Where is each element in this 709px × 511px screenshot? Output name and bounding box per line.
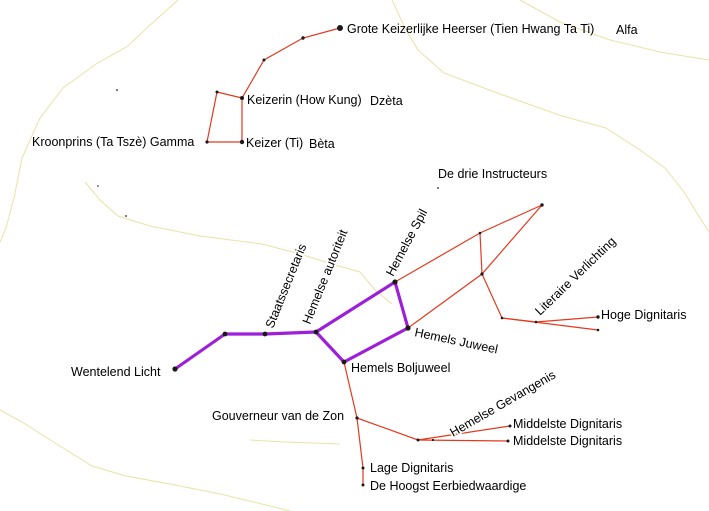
label-hemelse-autoriteit: Hemelse autoriteit <box>300 227 351 326</box>
boundary-line <box>249 439 341 445</box>
label-middelste-2: Middelste Dignitaris <box>513 434 622 448</box>
label-middelste-1: Middelste Dignitaris <box>513 417 622 431</box>
label-alfa-greek: Alfa <box>616 23 638 37</box>
label-gamma: Kroonprins (Ta Tszè) Gamma <box>32 135 194 149</box>
gouverneur-line <box>356 417 364 485</box>
star[interactable] <box>222 331 228 337</box>
labels: Grote Keizerlijke Heerser (Tien Hwang Ta… <box>32 22 686 493</box>
tilted-labels: Staatssecretaris Hemelse autoriteit Heme… <box>261 205 620 441</box>
star-middelste-1[interactable] <box>508 424 512 428</box>
boundary-line <box>359 271 393 305</box>
boundary-line <box>0 409 291 511</box>
star[interactable] <box>596 328 600 332</box>
star[interactable] <box>500 316 504 320</box>
boundary-line <box>84 181 361 273</box>
highlighted-figure <box>173 280 410 371</box>
star-dzeta[interactable] <box>240 96 244 100</box>
star-beta[interactable] <box>239 139 245 145</box>
literaire-verlichting-line <box>501 317 599 331</box>
label-hemels-boljuweel: Hemels Boljuweel <box>351 361 450 375</box>
star-alfa[interactable] <box>337 25 343 31</box>
label-drie-instructeurs: De drie Instructeurs <box>438 167 547 181</box>
boundary-line <box>519 0 709 61</box>
star[interactable] <box>262 331 268 337</box>
label-hoogst-eerbiedwaardige: De Hoogst Eerbiedwaardige <box>370 479 526 493</box>
stars <box>97 25 600 487</box>
label-wentelend-licht: Wentelend Licht <box>71 365 161 379</box>
star[interactable] <box>431 438 435 442</box>
boundary-line <box>391 0 709 233</box>
label-lage-dignitaris: Lage Dignitaris <box>370 461 453 475</box>
label-alfa: Grote Keizerlijke Heerser (Tien Hwang Ta… <box>347 22 594 36</box>
star-hoge-dignitaris[interactable] <box>596 315 600 319</box>
faint-star <box>97 185 99 187</box>
star[interactable] <box>416 438 420 442</box>
label-hemels-juweel: Hemels Juweel <box>413 325 499 356</box>
star-gamma[interactable] <box>205 140 209 144</box>
star-hoogst-eerbiedwaardige[interactable] <box>361 483 365 487</box>
emperor-figure-line <box>206 27 341 143</box>
star[interactable] <box>534 320 538 324</box>
star[interactable] <box>480 272 484 276</box>
star[interactable] <box>262 58 266 62</box>
highlight-line <box>173 280 410 371</box>
star-hemels-boljuweel[interactable] <box>341 359 347 365</box>
faint-star <box>437 187 439 189</box>
star[interactable] <box>301 36 305 40</box>
label-gouverneur-zon: Gouverneur van de Zon <box>212 409 344 423</box>
boundary-line <box>0 0 179 243</box>
star-wentelend-licht[interactable] <box>172 366 178 372</box>
label-literaire-verlichting: Literaire Verlichting <box>532 234 618 318</box>
gevangenis-line <box>343 361 511 441</box>
label-beta: Keizer (Ti) <box>246 136 303 150</box>
star-hemelse-spil[interactable] <box>392 279 398 285</box>
star[interactable] <box>540 203 544 207</box>
label-dzeta: Keizerin (How Kung) <box>247 93 362 107</box>
star[interactable] <box>215 90 219 94</box>
gevangenis-line <box>417 439 509 442</box>
label-hoge-dignitaris: Hoge Dignitaris <box>601 308 686 322</box>
star-middelste-2[interactable] <box>506 439 510 443</box>
star-lage-dignitaris[interactable] <box>361 466 365 470</box>
star[interactable] <box>313 329 319 335</box>
star-hemels-juweel[interactable] <box>405 325 411 331</box>
label-hemelse-spil: Hemelse Spil <box>383 207 430 279</box>
highlight-line <box>314 326 410 364</box>
star[interactable] <box>478 231 482 235</box>
faint-star <box>116 89 118 91</box>
label-dzeta-greek: Dzèta <box>370 94 403 108</box>
label-beta-greek: Bèta <box>309 137 335 151</box>
star-gouverneur[interactable] <box>355 416 359 420</box>
faint-star <box>125 215 127 217</box>
